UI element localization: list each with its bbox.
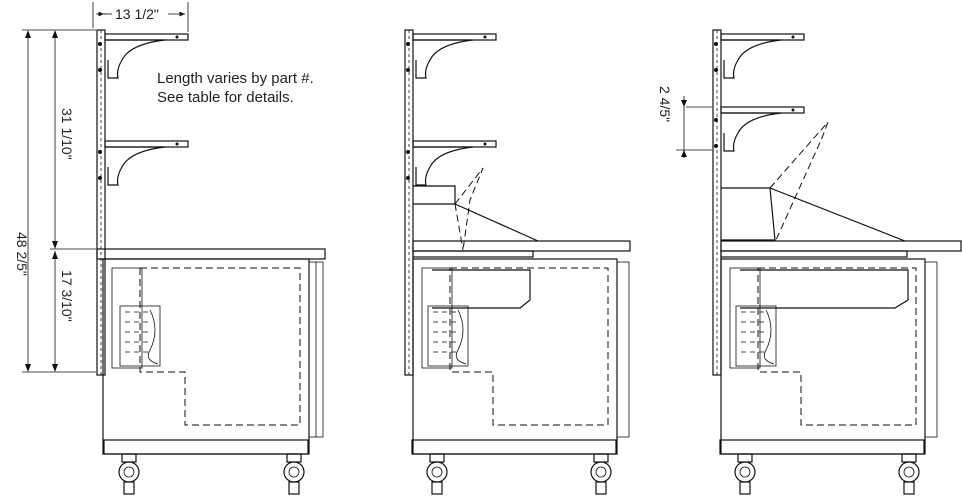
total-height-label: 48 2/5" — [14, 232, 30, 276]
dimension-lower-height: 17 3/10" — [52, 251, 75, 372]
upper-shelf-bracket — [714, 33, 805, 79]
length-note: Length varies by part #. See table for d… — [157, 69, 314, 107]
lower-shelf-bracket — [714, 106, 805, 152]
caster-front — [426, 453, 448, 495]
dimension-total-height: 48 2/5" — [14, 29, 96, 373]
dimension-upper-height: 31 1/10" — [50, 30, 96, 250]
caster-rear — [590, 453, 612, 495]
dimension-shelf-gap: 2 4/5" — [657, 86, 712, 158]
lid-open — [721, 121, 906, 242]
caster-front — [734, 453, 756, 495]
view-3-side-elevation: 2 4/5" — [657, 29, 962, 495]
caster-rear — [898, 453, 920, 495]
lid-open — [413, 167, 539, 251]
view-1-side-elevation: 13 1/2" 48 2/5" 31 1/10" — [14, 2, 326, 495]
lower-shelf-bracket — [98, 140, 189, 186]
dimension-shelf-depth: 13 1/2" — [92, 2, 189, 32]
lower-shelf-bracket — [406, 140, 497, 186]
upper-shelf-bracket — [406, 33, 497, 79]
note-line-2: See table for details. — [157, 89, 294, 106]
caster-front — [118, 453, 140, 495]
shelf-depth-label: 13 1/2" — [115, 6, 159, 22]
caster-rear — [283, 453, 305, 495]
lower-height-label: 17 3/10" — [59, 270, 75, 322]
upper-height-label: 31 1/10" — [59, 108, 75, 160]
view-2-side-elevation — [404, 29, 631, 495]
upper-shelf-bracket — [98, 33, 189, 79]
shelf-gap-label: 2 4/5" — [657, 86, 673, 122]
note-line-1: Length varies by part #. — [157, 70, 314, 87]
